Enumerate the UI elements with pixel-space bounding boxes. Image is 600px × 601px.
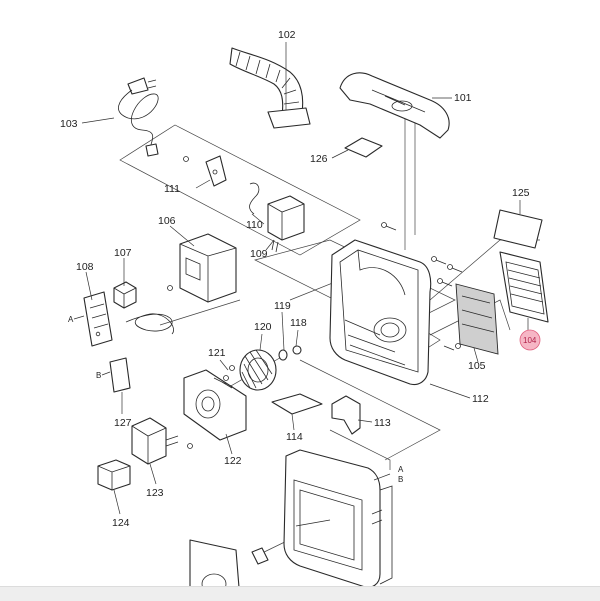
callout-111: 111: [164, 183, 180, 195]
callout-110: 110: [246, 219, 263, 231]
part-123-motor: [131, 417, 179, 465]
part-118-washer: [292, 345, 302, 355]
part-109-transformer: [267, 195, 305, 253]
callout-108: 108: [76, 261, 94, 273]
callout-123: 123: [146, 487, 164, 499]
part-103-power-cord: [118, 77, 159, 157]
callout-118: 118: [290, 317, 307, 329]
callout-112: 112: [472, 393, 489, 405]
part-111-bracket: [183, 155, 227, 187]
callout-103: 103: [60, 118, 78, 130]
connection-letters: A B A B: [68, 315, 404, 484]
callout-125: 125: [512, 187, 530, 199]
wire-harness: [125, 313, 174, 335]
callout-119: 119: [274, 300, 291, 312]
part-102-exhaust-hose: [229, 47, 311, 129]
callout-106: 106: [158, 215, 176, 227]
part-108-circuit-board: [83, 291, 113, 347]
callout-labels: 101 102 103 104 105 106 107 108 109 110 …: [60, 29, 537, 529]
part-126-label: [344, 137, 383, 158]
part-104-filter-frame: [499, 251, 549, 323]
callout-122: 122: [224, 455, 242, 467]
callout-113: 113: [374, 417, 391, 429]
part-114-duct-plate: [271, 393, 323, 415]
part-112-main-housing: [329, 239, 461, 386]
part-110-wire: [249, 182, 260, 215]
callout-105: 105: [468, 360, 486, 372]
callout-114: 114: [286, 431, 303, 443]
part-113-clip: [331, 395, 361, 435]
part-101-top-cover: [339, 72, 450, 139]
part-127-plate: [109, 357, 131, 393]
letter-b-right: B: [398, 475, 403, 484]
part-107-switch: [113, 281, 137, 309]
bottom-scroll-strip: [0, 586, 600, 601]
part-122-motor-bracket: [183, 369, 247, 449]
part-106-connector-housing: [167, 233, 237, 303]
part-124-capacitor: [97, 459, 131, 491]
housing-screws: [381, 222, 463, 351]
part-120-fan-wheel: [239, 349, 277, 391]
callout-120: 120: [254, 321, 272, 333]
front-cover-frame: [283, 449, 393, 588]
letter-a-left: A: [68, 315, 74, 324]
part-105-filter: [455, 283, 499, 355]
leader-lines: [81, 42, 529, 515]
callout-124: 124: [112, 517, 130, 529]
side-panel: [189, 539, 269, 600]
callout-102: 102: [278, 29, 296, 41]
callout-127: 127: [114, 417, 132, 429]
highlight-marker: [519, 329, 541, 351]
callout-121: 121: [208, 347, 226, 359]
letter-a-right: A: [398, 465, 404, 474]
callout-109: 109: [250, 248, 268, 260]
callout-104: 104: [523, 336, 537, 345]
part-125-panel: [493, 209, 543, 249]
letter-b-left: B: [96, 371, 101, 380]
callout-101: 101: [454, 92, 472, 104]
callout-126: 126: [310, 153, 328, 165]
callout-107: 107: [114, 247, 132, 259]
part-119-bushing: [278, 349, 288, 361]
